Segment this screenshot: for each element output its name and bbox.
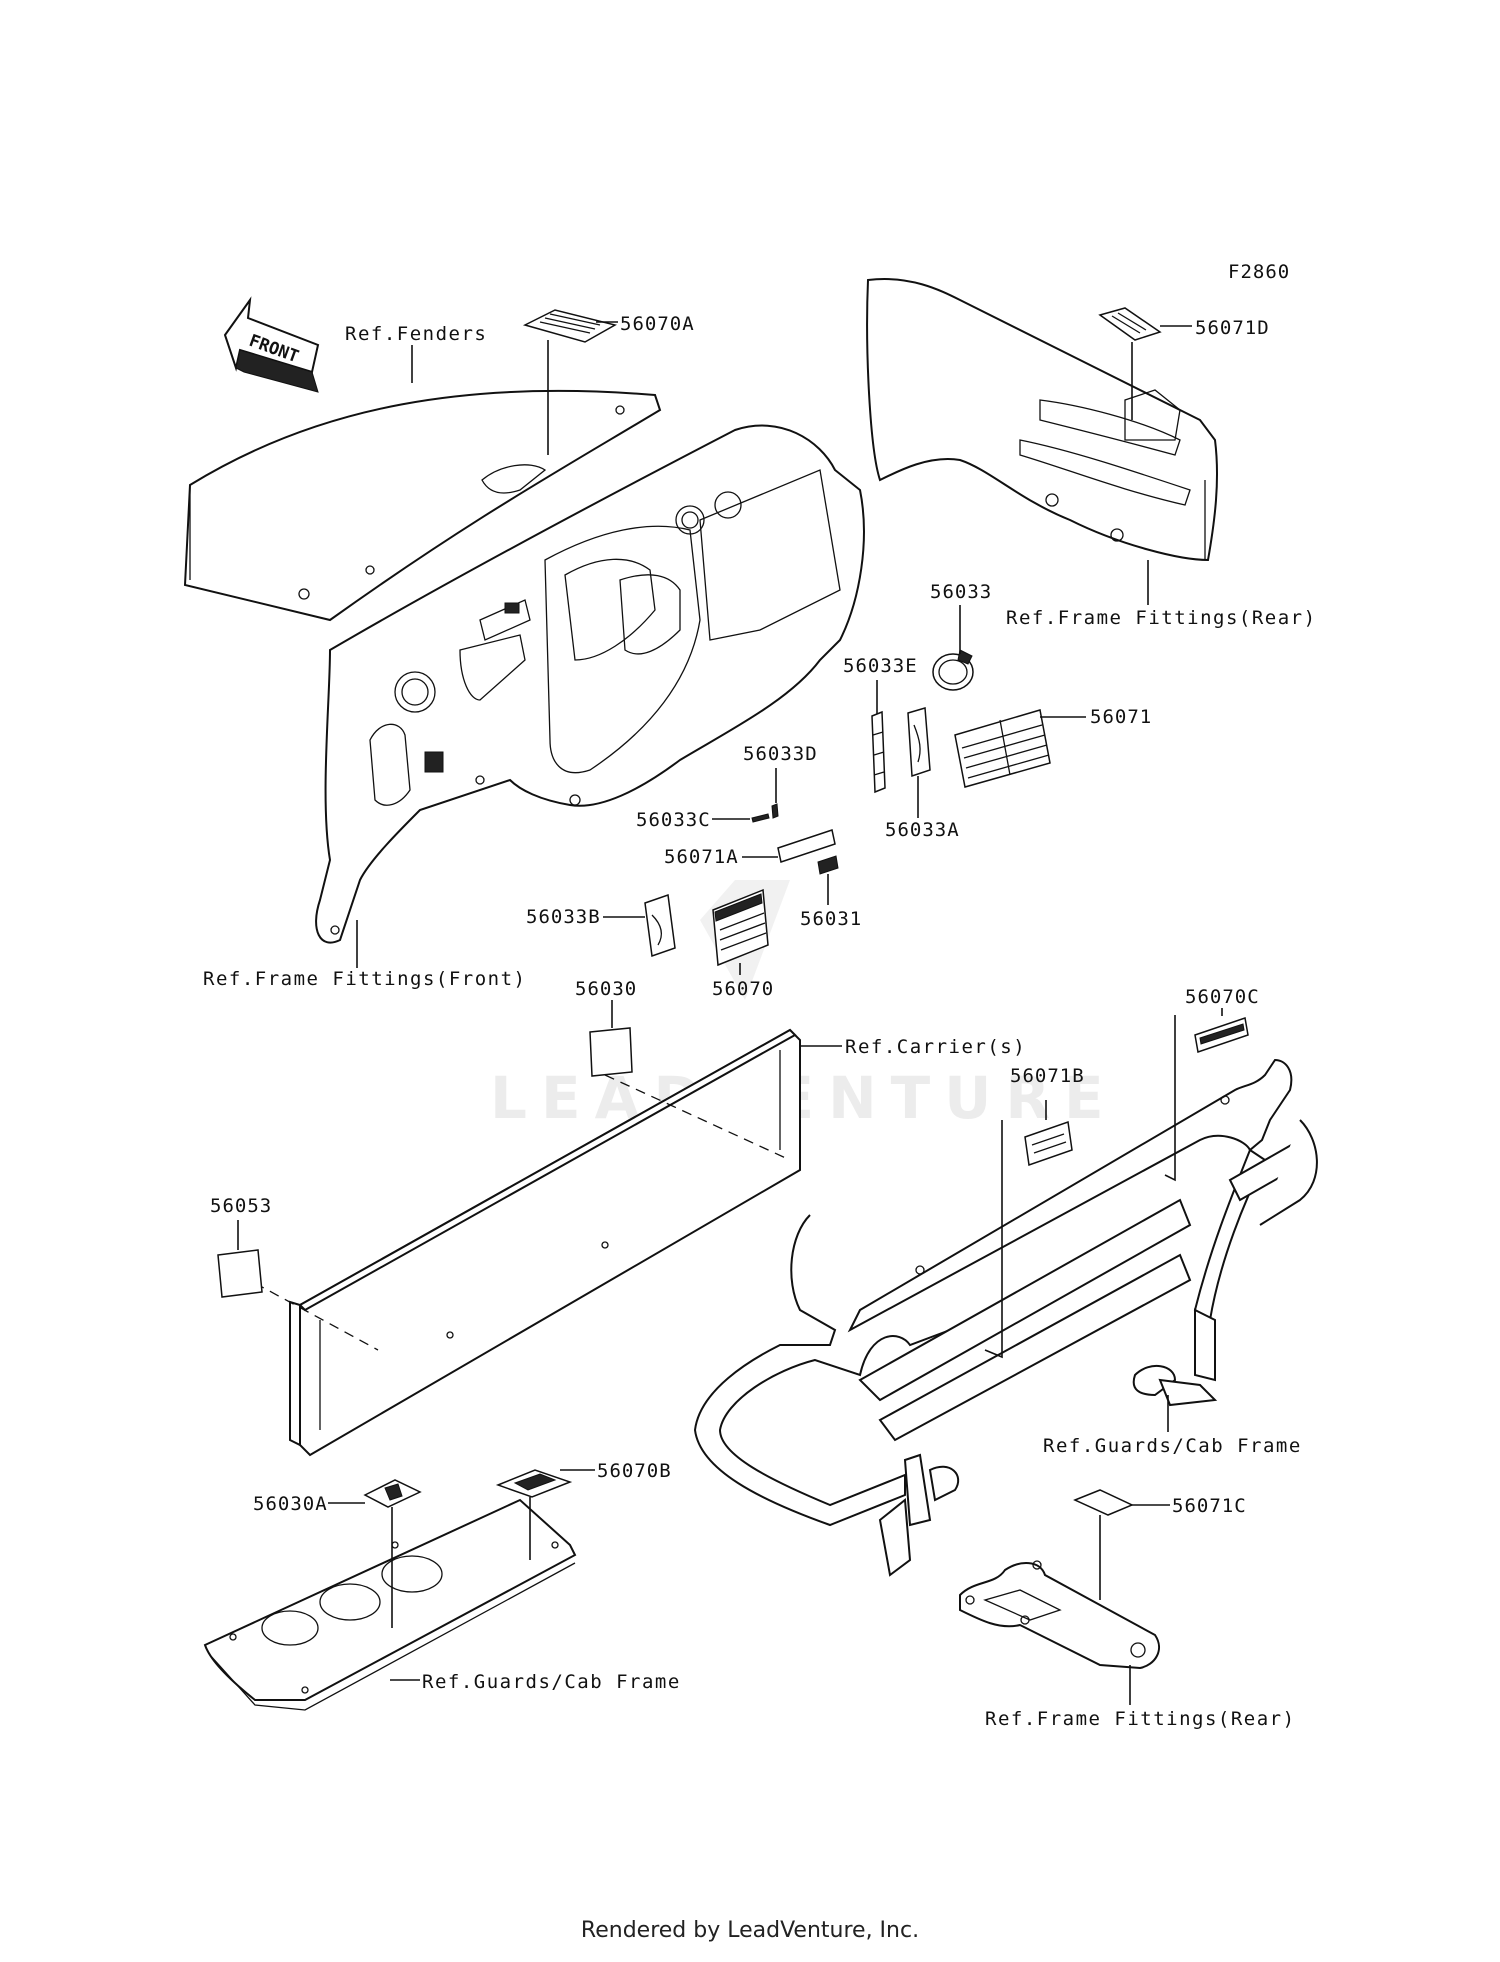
label-56070C: 56070C	[1185, 986, 1260, 1008]
label-56031: 56031	[800, 908, 862, 930]
label-56070A: 56070A	[620, 313, 695, 335]
label-56030: 56030	[575, 978, 637, 1000]
label-56071C: 56071C	[1172, 1495, 1247, 1517]
ref-frame-fittings-rear-top: Ref.Frame Fittings(Rear)	[1006, 607, 1317, 629]
decal-56053	[217, 1249, 263, 1298]
decal-56030	[589, 1027, 633, 1077]
label-56071: 56071	[1090, 706, 1152, 728]
decal-56071B	[1024, 1120, 1073, 1167]
ref-guards-cab-left: Ref.Guards/Cab Frame	[422, 1671, 681, 1693]
label-56053: 56053	[210, 1195, 272, 1217]
ref-frame-fittings-front: Ref.Frame Fittings(Front)	[203, 968, 526, 990]
floor-plate	[203, 1498, 577, 1711]
bracket-56033A	[907, 707, 931, 778]
guard-frame	[693, 1058, 1318, 1577]
ring-56033	[932, 649, 974, 691]
footer-credit: Rendered by LeadVenture, Inc.	[580, 1918, 920, 1943]
decal-56070C	[1194, 1017, 1249, 1053]
decal-56071D	[1098, 307, 1162, 341]
decal-56071C	[1073, 1489, 1134, 1516]
strip-56033D	[771, 803, 779, 819]
figure-code: F2860	[1228, 261, 1290, 283]
label-56071D: 56071D	[1195, 317, 1270, 339]
carrier-panel	[239, 1028, 801, 1457]
label-56033A: 56033A	[885, 819, 960, 841]
label-56033B: 56033B	[526, 906, 601, 928]
ref-frame-fittings-rear-bottom: Ref.Frame Fittings(Rear)	[985, 1708, 1296, 1730]
rear-side-panel	[866, 278, 1218, 562]
bracket-56033B	[644, 893, 676, 958]
decal-56070B	[495, 1469, 573, 1498]
decal-56031	[817, 855, 839, 875]
label-56071B: 56071B	[1010, 1065, 1085, 1087]
label-56033D: 56033D	[743, 743, 818, 765]
label-56070: 56070	[712, 978, 774, 1000]
rear-frame-bracket	[959, 1560, 1160, 1670]
front-arrow-icon: FRONT	[223, 296, 320, 393]
ref-guards-cab-right: Ref.Guards/Cab Frame	[1043, 1435, 1302, 1457]
label-56033: 56033	[930, 581, 992, 603]
dashboard	[315, 424, 865, 944]
label-56033E: 56033E	[843, 655, 918, 677]
label-56071A: 56071A	[664, 846, 739, 868]
label-56033C: 56033C	[636, 809, 711, 831]
strip-56033C	[751, 813, 770, 823]
ref-carriers: Ref.Carrier(s)	[845, 1036, 1026, 1058]
decal-56071A	[777, 829, 836, 863]
fender-panel	[183, 389, 662, 622]
decal-56071	[954, 709, 1051, 788]
decal-56070A	[522, 309, 618, 343]
ref-fenders: Ref.Fenders	[345, 323, 487, 345]
decal-56030A	[363, 1479, 422, 1508]
label-56030A: 56030A	[253, 1493, 328, 1515]
decal-56070	[712, 888, 769, 967]
label-56070B: 56070B	[597, 1460, 672, 1482]
strip-56033E	[871, 710, 886, 794]
